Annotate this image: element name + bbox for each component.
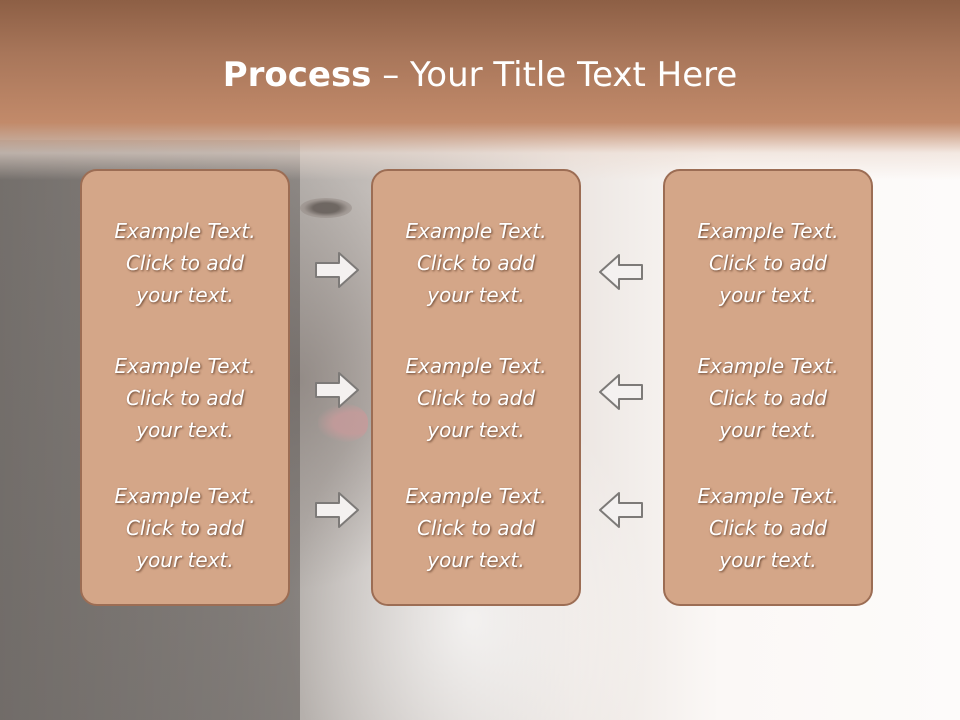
text-line: your text. bbox=[719, 548, 817, 572]
arrow-right-icon bbox=[315, 252, 359, 288]
text-block[interactable]: Example Text. Click to add your text. bbox=[665, 480, 871, 576]
text-line: Example Text. bbox=[405, 219, 547, 243]
text-line: Click to add bbox=[416, 516, 536, 540]
text-block[interactable]: Example Text. Click to add your text. bbox=[373, 215, 579, 311]
text-line: Click to add bbox=[708, 516, 828, 540]
text-line: your text. bbox=[136, 283, 234, 307]
text-block[interactable]: Example Text. Click to add your text. bbox=[373, 350, 579, 446]
text-line: your text. bbox=[427, 418, 525, 442]
arrow-right-icon bbox=[315, 372, 359, 408]
text-line: Example Text. bbox=[697, 354, 839, 378]
slide-title[interactable]: Process – Your Title Text Here bbox=[0, 52, 960, 98]
text-block[interactable]: Example Text. Click to add your text. bbox=[82, 350, 288, 446]
title-bold: Process bbox=[222, 55, 372, 95]
text-line: Example Text. bbox=[697, 484, 839, 508]
process-box-center[interactable]: Example Text. Click to add your text. Ex… bbox=[371, 169, 581, 606]
text-block[interactable]: Example Text. Click to add your text. bbox=[82, 215, 288, 311]
text-line: Example Text. bbox=[114, 354, 256, 378]
text-line: Example Text. bbox=[697, 219, 839, 243]
text-line: your text. bbox=[719, 283, 817, 307]
text-block[interactable]: Example Text. Click to add your text. bbox=[665, 215, 871, 311]
title-band bbox=[0, 0, 960, 180]
text-line: your text. bbox=[427, 548, 525, 572]
process-box-right[interactable]: Example Text. Click to add your text. Ex… bbox=[663, 169, 873, 606]
text-line: your text. bbox=[427, 283, 525, 307]
background-eye bbox=[300, 198, 352, 218]
text-line: Click to add bbox=[125, 251, 245, 275]
text-line: your text. bbox=[136, 548, 234, 572]
text-line: Example Text. bbox=[405, 354, 547, 378]
text-line: Example Text. bbox=[114, 484, 256, 508]
text-line: Click to add bbox=[416, 251, 536, 275]
arrow-left-icon bbox=[599, 492, 643, 528]
text-block[interactable]: Example Text. Click to add your text. bbox=[665, 350, 871, 446]
arrow-left-icon bbox=[599, 374, 643, 410]
arrow-right-icon bbox=[315, 492, 359, 528]
process-box-left[interactable]: Example Text. Click to add your text. Ex… bbox=[80, 169, 290, 606]
text-line: Click to add bbox=[416, 386, 536, 410]
arrow-left-icon bbox=[599, 254, 643, 290]
text-line: Click to add bbox=[125, 516, 245, 540]
text-line: your text. bbox=[719, 418, 817, 442]
text-line: Click to add bbox=[125, 386, 245, 410]
text-line: Example Text. bbox=[114, 219, 256, 243]
text-line: Example Text. bbox=[405, 484, 547, 508]
background-lips bbox=[318, 404, 368, 442]
text-line: Click to add bbox=[708, 386, 828, 410]
text-line: Click to add bbox=[708, 251, 828, 275]
text-block[interactable]: Example Text. Click to add your text. bbox=[82, 480, 288, 576]
title-rest: – Your Title Text Here bbox=[371, 55, 738, 95]
text-block[interactable]: Example Text. Click to add your text. bbox=[373, 480, 579, 576]
text-line: your text. bbox=[136, 418, 234, 442]
